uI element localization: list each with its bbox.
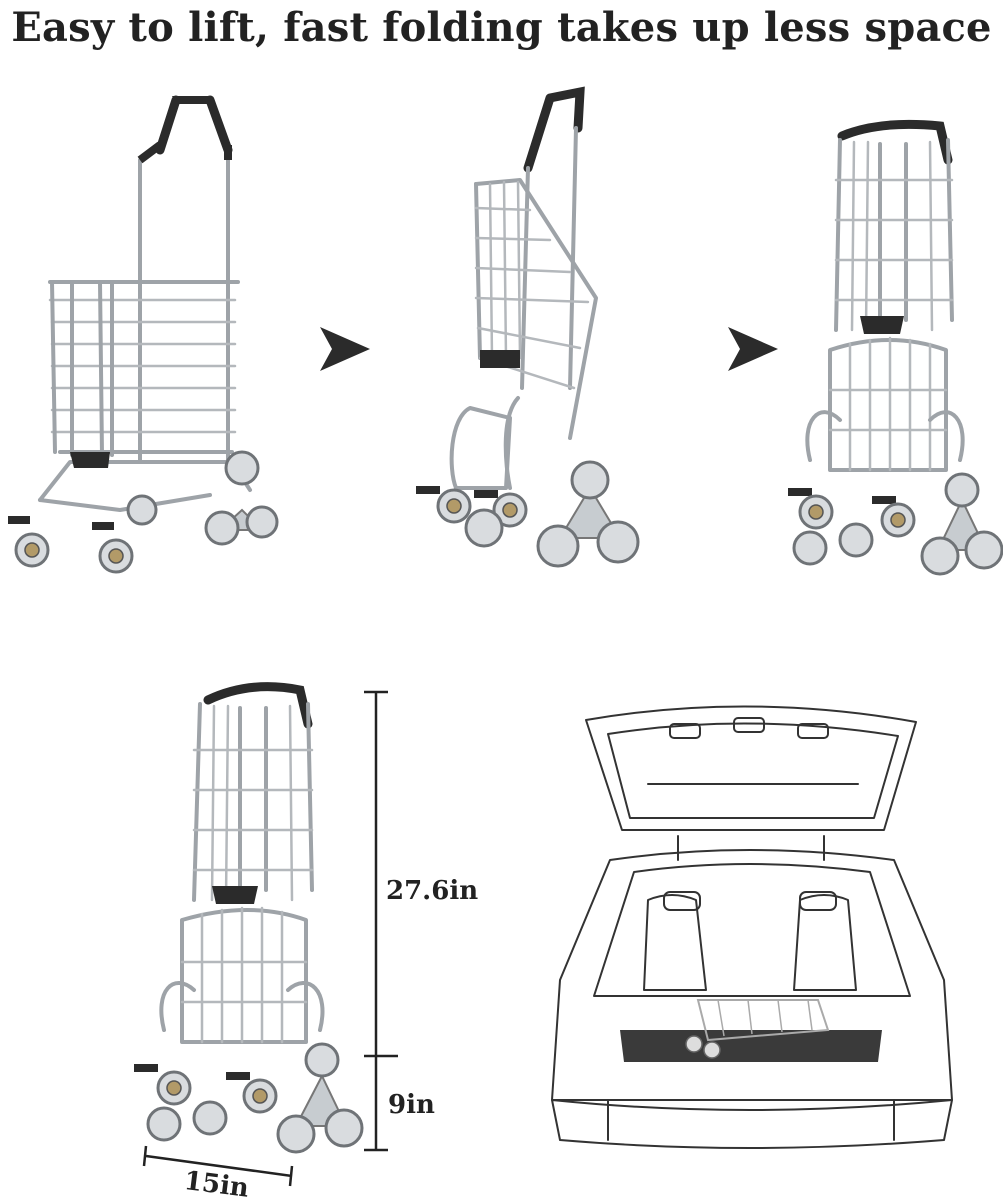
height-lower-label: 9in — [388, 1090, 435, 1120]
arrow-right-icon — [728, 327, 778, 371]
height-upper-label: 27.6in — [386, 876, 479, 906]
arrow-right-icon — [320, 327, 370, 371]
folded-cart-dimensions-image — [134, 682, 364, 1154]
car-trunk-illustration — [551, 705, 953, 1149]
unfolded-cart-image — [8, 95, 279, 574]
folding-cart-image — [416, 86, 640, 568]
page-title: Easy to lift, fast folding takes up less… — [11, 4, 992, 51]
dimension-lines — [142, 690, 398, 1187]
folded-cart-image — [788, 119, 1003, 576]
